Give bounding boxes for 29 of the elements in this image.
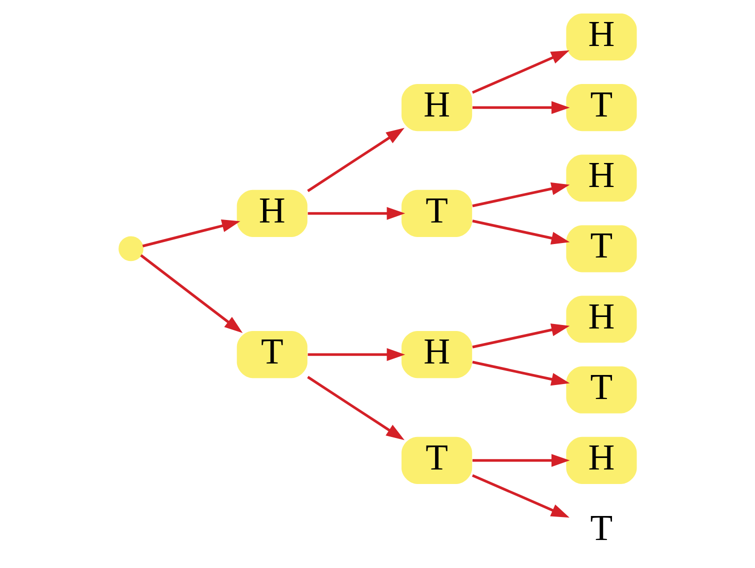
node-box: T — [401, 190, 472, 237]
arrow — [471, 474, 569, 518]
arrow — [306, 128, 404, 192]
node-box: H — [401, 84, 472, 132]
arrow — [472, 360, 570, 386]
node-box: H — [566, 436, 636, 484]
node-box: T — [566, 84, 636, 132]
node-point — [118, 236, 143, 262]
node-box: T — [236, 331, 307, 378]
arrow — [307, 348, 405, 361]
node-box: T — [401, 436, 472, 484]
node-box: H — [236, 190, 307, 237]
node-box: H — [566, 13, 636, 61]
arrow — [306, 376, 404, 440]
node-box: T — [566, 225, 636, 272]
node-box: H — [401, 331, 472, 378]
arrow — [140, 254, 242, 334]
arrow — [472, 182, 570, 208]
arrow — [471, 50, 569, 94]
arrow — [307, 207, 405, 220]
node-box: H — [566, 154, 636, 202]
node-text: T — [590, 507, 612, 548]
node-box: H — [566, 296, 636, 343]
node-box: T — [566, 366, 636, 414]
arrow — [472, 324, 570, 348]
arrow — [142, 220, 240, 248]
arrow — [472, 101, 570, 114]
arrow — [472, 454, 570, 467]
arrow — [472, 220, 570, 244]
